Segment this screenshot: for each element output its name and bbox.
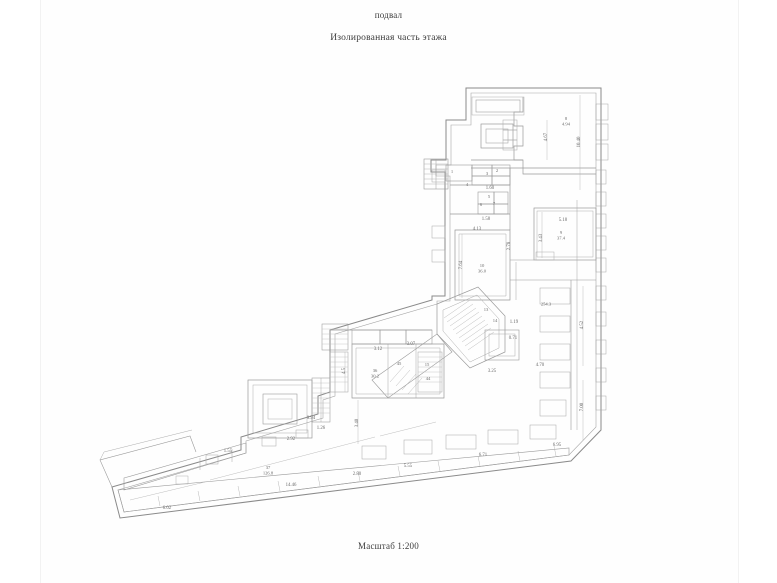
room-label: 254.3 xyxy=(541,301,552,306)
dimension-label: 3.07 xyxy=(407,342,416,347)
room-label: 5 xyxy=(488,194,491,199)
room-label: 4 xyxy=(466,182,469,187)
room-label: 15 xyxy=(425,362,430,367)
dimension-label: 3.43 xyxy=(539,233,544,242)
dimension-label: 3.40 xyxy=(355,418,360,427)
dimension-label: 0.94 xyxy=(307,416,316,421)
room-label: 14 xyxy=(493,318,498,323)
dimension-label: 6.02 xyxy=(163,506,172,511)
dimension-label: 0.71 xyxy=(509,336,518,341)
room-area: 30.2 xyxy=(371,373,380,378)
dimension-label: 2.92 xyxy=(287,437,296,442)
room-number: 3 xyxy=(486,171,489,176)
room-label: 2 xyxy=(496,168,499,173)
room-number: 9 xyxy=(560,230,563,235)
room-number: 7 xyxy=(493,201,496,206)
room-number: 13 xyxy=(484,307,489,312)
wall-outlines xyxy=(99,87,609,519)
page-subtitle: Изолированная часть этажа xyxy=(330,33,447,43)
dimension-label: 2.80 xyxy=(353,472,362,477)
room-number: 2 xyxy=(496,168,499,173)
dimension-label: 1.19 xyxy=(510,320,519,325)
scale-caption: Масштаб 1:200 xyxy=(358,541,419,551)
room-label: 937.4 xyxy=(557,230,566,240)
dimension-label: 10.40 xyxy=(577,136,582,147)
room-number: 15 xyxy=(425,362,430,367)
room-number: 45 xyxy=(397,361,402,366)
room-label: 84.94 xyxy=(562,116,571,126)
room-area: 4.94 xyxy=(562,121,571,126)
room-number: 6 xyxy=(480,202,483,207)
title-block: подвал Изолированная часть этажа xyxy=(0,8,777,46)
document-sheet xyxy=(40,0,739,583)
room-number: 10 xyxy=(480,263,485,268)
room-label: 45 xyxy=(397,361,402,366)
room-label: 7 xyxy=(493,201,496,206)
room-label: 3 xyxy=(486,171,489,176)
dimension-label: 4.13 xyxy=(473,227,482,232)
dimension-label: 3.12 xyxy=(374,347,383,352)
room-number: 5 xyxy=(488,194,491,199)
room-number: 37 xyxy=(266,465,271,470)
dimension-label: 4.5 xyxy=(342,367,347,374)
room-area: 36.0 xyxy=(478,268,487,273)
room-label: 6 xyxy=(480,202,483,207)
dimension-label: 14.46 xyxy=(286,483,297,488)
dimension-label: 6.71 xyxy=(479,453,488,458)
room-label: 44 xyxy=(426,376,431,381)
room-number: 44 xyxy=(426,376,431,381)
room-number: 4 xyxy=(466,182,469,187)
dimension-labels: 10.40 4.67 5.18 3.43 2.78 1.60 1.584.13 7.64 1.1… xyxy=(163,132,585,511)
room-number: 14 xyxy=(493,318,498,323)
room-number: 36 xyxy=(373,368,378,373)
room-number: 1 xyxy=(451,169,454,174)
dimension-label: 4.67 xyxy=(544,132,549,141)
room-label: 13 xyxy=(484,307,489,312)
dimension-label: 1.60 xyxy=(486,186,495,191)
dimension-label: 1.26 xyxy=(317,426,326,431)
room-label: 1 xyxy=(451,169,454,174)
dimension-label: 7.64 xyxy=(459,260,464,269)
dimension-label: 1.55 xyxy=(224,449,233,454)
dimension-label: 2.78 xyxy=(507,241,512,250)
room-area: 254.3 xyxy=(541,301,552,306)
dimension-label: 3.25 xyxy=(488,369,497,374)
dimension-label: 6.95 xyxy=(553,443,562,448)
dimension-label: 5.55 xyxy=(404,464,413,469)
room-area: 126.8 xyxy=(263,470,274,475)
dimension-label: 5.18 xyxy=(559,218,568,223)
page-title: подвал xyxy=(374,10,403,20)
dimension-lines xyxy=(129,95,584,501)
dimension-label: 4.70 xyxy=(536,363,545,368)
dimension-label: 4.52 xyxy=(580,320,585,329)
room-number: 8 xyxy=(565,116,568,121)
dimension-label: 7.00 xyxy=(580,402,585,411)
dimension-label: 1.58 xyxy=(482,217,491,222)
room-area: 37.4 xyxy=(557,235,566,240)
